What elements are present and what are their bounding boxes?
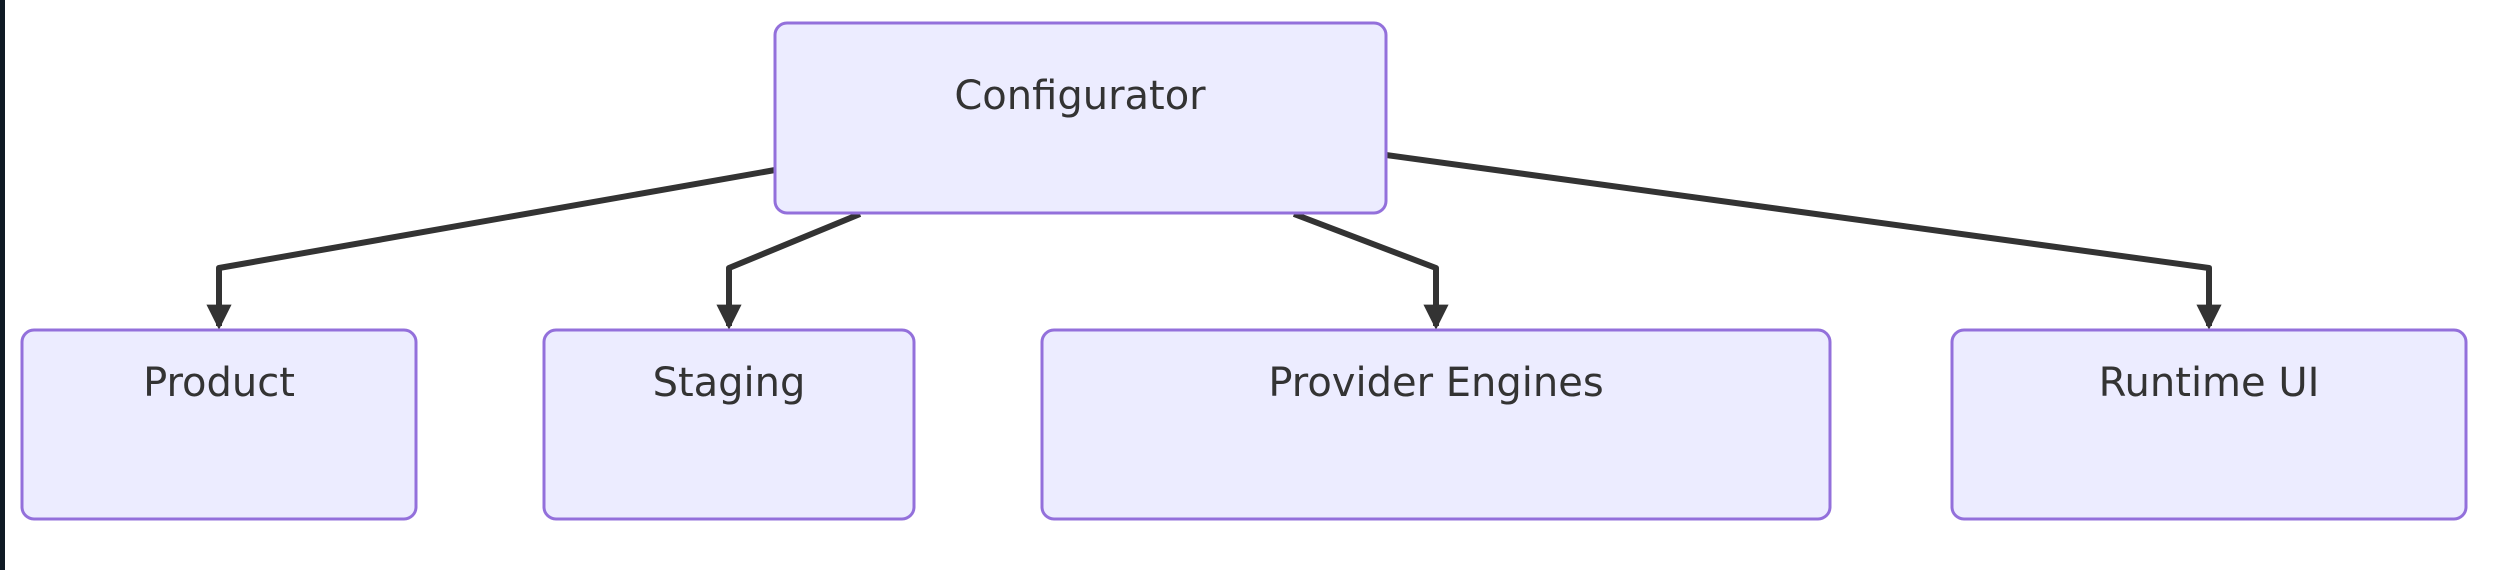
- node-configurator-label: Configurator: [954, 73, 1206, 119]
- node-staging: Staging: [542, 328, 916, 521]
- edge-configurator-to-runtime-ui: [1385, 152, 2222, 330]
- node-runtime-ui-box: [1950, 328, 2468, 521]
- node-runtime-ui: Runtime UI: [1950, 328, 2468, 521]
- edge-configurator-to-product: [206, 167, 776, 330]
- node-provider-engines-box: [1040, 328, 1832, 521]
- node-staging-box: [542, 328, 916, 521]
- node-product: Product: [20, 328, 418, 521]
- left-edge-strip: [0, 0, 5, 570]
- node-product-box: [20, 328, 418, 521]
- node-provider-engines-label: Provider Engines: [1268, 360, 1603, 406]
- node-provider-engines: Provider Engines: [1040, 328, 1832, 521]
- edge-configurator-to-provider-engines: [1292, 211, 1449, 330]
- node-configurator: Configurator: [773, 21, 1388, 215]
- node-configurator-box: [773, 21, 1388, 215]
- edges-layer: [206, 152, 2222, 330]
- node-runtime-ui-label: Runtime UI: [2099, 360, 2320, 406]
- node-product-label: Product: [143, 360, 295, 406]
- edge-configurator-to-staging: [716, 211, 862, 330]
- node-staging-label: Staging: [653, 360, 806, 406]
